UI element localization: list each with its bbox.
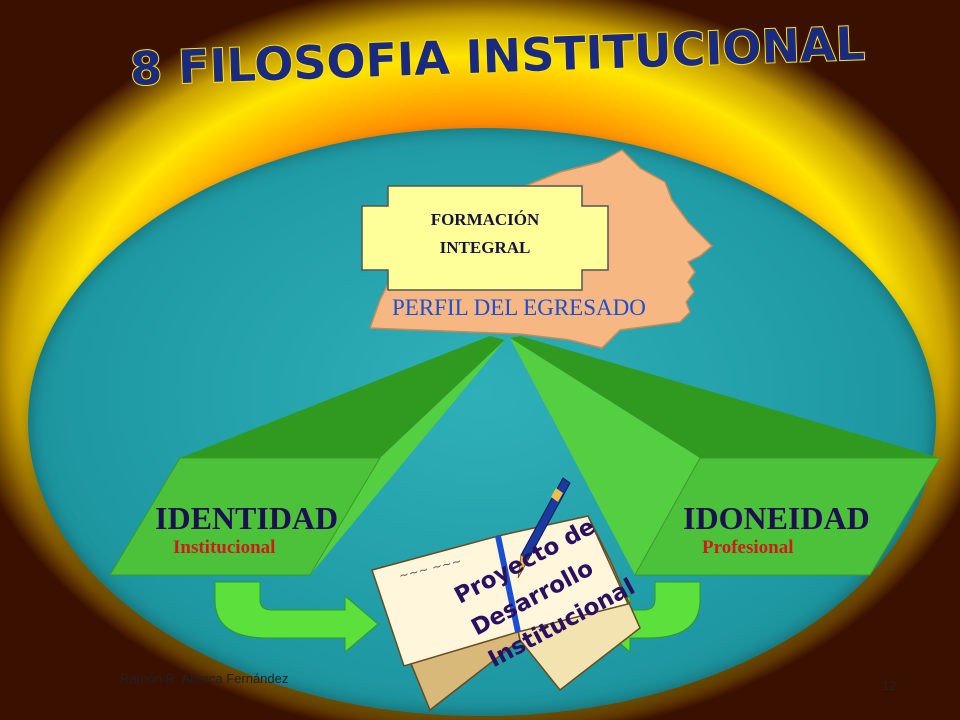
left-pillar-top: [180, 336, 505, 458]
institucional-subtitle: Institucional: [173, 537, 276, 558]
page-number: 12: [882, 678, 897, 693]
slide-title: 8 FILOSOFIA INSTITUCIONAL: [129, 16, 866, 96]
right-pillar-front: [634, 457, 941, 576]
right-pillar-side: [510, 338, 700, 575]
right-pillar-top: [510, 336, 940, 458]
fountain-pen-icon: [517, 477, 571, 579]
author-footer: Ramón R. Abarca Fernández: [120, 671, 289, 686]
left-pillar-front: [109, 457, 381, 576]
formacion-integral-box: [361, 185, 609, 291]
left-pillar-side: [310, 340, 505, 575]
idoneidad-title: IDONEIDAD: [683, 500, 870, 536]
perfil-egresado-caption: PERFIL DEL EGRESADO: [392, 295, 646, 320]
formacion-integral-label: FORMACIÓN INTEGRAL: [430, 210, 540, 257]
identidad-title: IDENTIDAD: [155, 500, 339, 536]
profesional-subtitle: Profesional: [702, 537, 794, 558]
open-book-icon: ~~~ ~~~: [371, 515, 641, 712]
curved-arrow-icon: [214, 581, 379, 654]
